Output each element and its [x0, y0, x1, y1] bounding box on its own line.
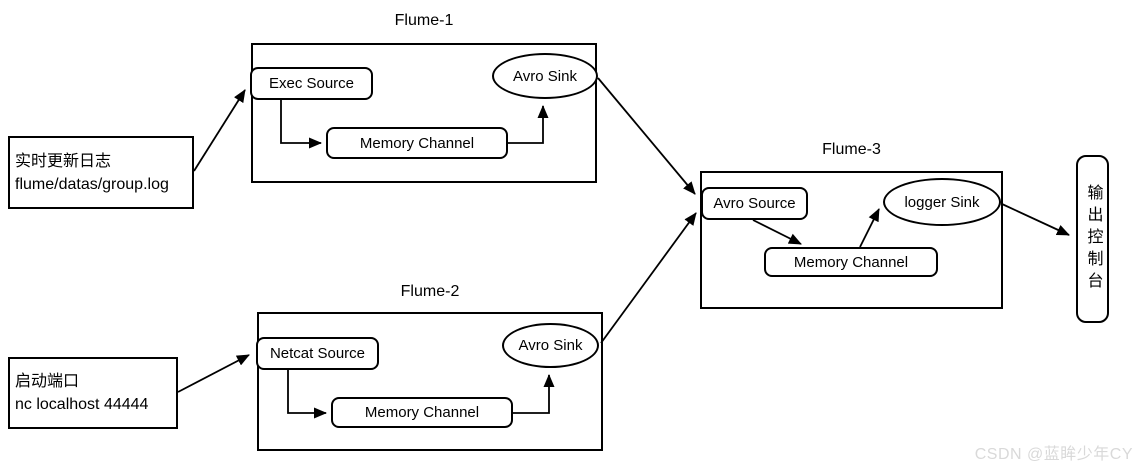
flume2-memory-channel-node: Memory Channel — [331, 397, 513, 428]
input-box-log-file: 实时更新日志 flume/datas/group.log — [8, 136, 194, 209]
flume2-netcat-source-node: Netcat Source — [256, 337, 379, 370]
log-file-path: flume/datas/group.log — [15, 175, 169, 193]
arrow-logger-sink-to-console — [1001, 203, 1070, 236]
flume2-title: Flume-2 — [400, 283, 460, 300]
netcat-port-label: 启动端口 — [15, 373, 80, 390]
csdn-watermark: CSDN @蓝眸少年CY — [974, 446, 1133, 463]
flume3-logger-sink-node: logger Sink — [883, 178, 1001, 226]
arrow-log-to-exec-source — [193, 89, 246, 172]
output-console-box: 输出控制台 — [1076, 155, 1109, 323]
flume2-group-box — [257, 312, 603, 451]
arrow-avro-sink-2-to-avro-source — [600, 212, 697, 344]
flume2-avro-sink-node: Avro Sink — [502, 323, 599, 368]
flume1-memory-channel-node: Memory Channel — [326, 127, 508, 159]
input-box-netcat-port: 启动端口 nc localhost 44444 — [8, 357, 178, 429]
flume3-title: Flume-3 — [822, 141, 881, 158]
flume3-memory-channel-node: Memory Channel — [764, 247, 938, 277]
flume1-avro-sink-node: Avro Sink — [492, 53, 598, 99]
flume1-group-box — [251, 43, 597, 183]
flume1-title: Flume-1 — [394, 12, 454, 29]
netcat-port-command: nc localhost 44444 — [15, 396, 149, 413]
flume3-avro-source-node: Avro Source — [701, 187, 808, 220]
log-file-label: 实时更新日志 — [15, 152, 112, 170]
flume1-exec-source-node: Exec Source — [250, 67, 373, 100]
flume3-group-box — [700, 171, 1003, 309]
arrow-port-to-netcat-source — [177, 354, 250, 393]
arrow-avro-sink-1-to-avro-source — [597, 77, 696, 195]
